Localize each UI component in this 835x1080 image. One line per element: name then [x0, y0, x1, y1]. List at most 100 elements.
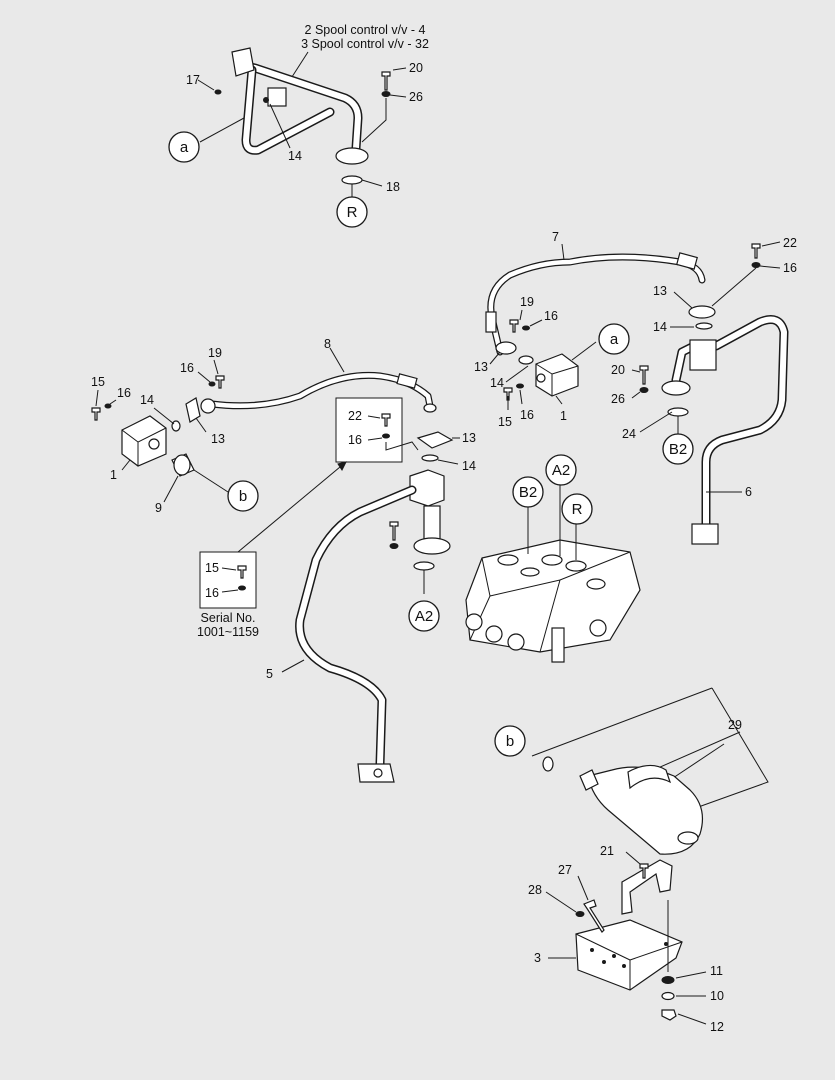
- pipe-6-block: [689, 339, 717, 371]
- block-1-left: [121, 415, 167, 467]
- washer-26-right: [639, 387, 649, 393]
- callout-13-valve: 13: [474, 360, 488, 374]
- callout-10: 10: [710, 989, 724, 1003]
- valve-block-right: 19 16 13 14 15 16 1 a: [474, 295, 630, 429]
- bubble-b-filter-label: b: [506, 733, 514, 750]
- bolt-22-right: [751, 243, 761, 259]
- washer-11: [661, 976, 675, 984]
- callout-27: 27: [558, 863, 572, 877]
- right-pipe-assembly: 7 22 16 13 14 20 26 24 6: [485, 230, 797, 545]
- serial-label: Serial No.: [201, 611, 256, 625]
- bolt-21: [639, 863, 649, 879]
- callout-9: 9: [155, 501, 162, 515]
- bolt-15-left: [91, 407, 101, 421]
- callout-20-top: 20: [409, 61, 423, 75]
- bolt-19-valve: [509, 319, 519, 333]
- callout-14-right: 14: [653, 320, 667, 334]
- o-ring-14-left: [171, 420, 181, 432]
- callout-17: 17: [186, 73, 200, 87]
- washer-16-left-2: [104, 403, 112, 409]
- hose-8-fitting-end: [423, 403, 437, 413]
- flange-24: [661, 380, 691, 396]
- hose-8-fitting: [396, 373, 418, 389]
- bubble-a-valve: [598, 323, 630, 355]
- flange-top-left: [231, 47, 255, 77]
- bubble-b-filter: [494, 725, 526, 757]
- callout-16-valve-2: 16: [520, 408, 534, 422]
- mcv-port-1: [520, 567, 540, 577]
- filter-accumulator-assembly: 29 b 21 3 27 28: [494, 687, 769, 1034]
- bolt-pipe-5: [389, 521, 399, 541]
- mcv-port-b2: [497, 554, 519, 566]
- mcv-port-2: [586, 578, 606, 590]
- callout-14-left: 14: [140, 393, 154, 407]
- mcv-spool-cap-1: [465, 613, 483, 631]
- flange-pipe-5-bottom: [413, 537, 451, 555]
- serial-range: 1001~1159: [197, 625, 259, 639]
- bubble-a2-mid: [408, 600, 440, 632]
- callout-14-valve: 14: [490, 376, 504, 390]
- washer-28: [575, 911, 585, 917]
- bolt-20-right: [639, 365, 649, 385]
- callout-24: 24: [622, 427, 636, 441]
- bolt-15-valve: [503, 387, 513, 401]
- washer-16-valve-2: [516, 383, 524, 389]
- washer-16-valve: [522, 325, 530, 331]
- bolt-15-box: [237, 565, 247, 579]
- header-line-1: 2 Spool control v/v - 4: [305, 23, 426, 37]
- callout-22-box: 22: [348, 409, 362, 423]
- bubble-a-valve-label: a: [610, 331, 619, 348]
- washer-16-left: [208, 381, 216, 387]
- callout-29: 29: [728, 718, 742, 732]
- callout-19-left: 19: [208, 346, 222, 360]
- callout-14-top: 14: [288, 149, 302, 163]
- header-line-2: 3 Spool control v/v - 32: [301, 37, 429, 51]
- bubble-r-mcv-label: R: [572, 501, 583, 518]
- accumulator-cap: [677, 831, 699, 845]
- flange-13-left: [185, 397, 201, 423]
- bubble-b2-right-label: B2: [669, 441, 687, 458]
- bubble-a2-mcv: [545, 454, 577, 486]
- nut-12: [661, 1009, 677, 1021]
- callout-15-box: 15: [205, 561, 219, 575]
- band-clamp-upper: [627, 764, 672, 790]
- callout-28: 28: [528, 883, 542, 897]
- bubble-r-mcv: [561, 493, 593, 525]
- detail-box-15-16: [199, 551, 257, 609]
- washer-26: [381, 91, 391, 97]
- bubble-b2-right: [662, 433, 694, 465]
- mcv-spool-end: [551, 627, 565, 663]
- callout-1-left: 1: [110, 468, 117, 482]
- bolt-27: [583, 899, 605, 933]
- pipe-5-block: [409, 469, 445, 507]
- callout-21: 21: [600, 844, 614, 858]
- o-ring-filter: [542, 756, 554, 772]
- callout-16-valve: 16: [544, 309, 558, 323]
- pipe-6-end-block: [691, 523, 719, 545]
- bubble-r-top-label: R: [347, 204, 358, 221]
- callout-19-valve: 19: [520, 295, 534, 309]
- o-ring-pipe-5: [413, 561, 435, 571]
- pipe-clamp: [267, 87, 287, 107]
- bubble-a-top-label: a: [180, 139, 189, 156]
- callout-8: 8: [324, 337, 331, 351]
- callout-20-right: 20: [611, 363, 625, 377]
- o-ring-24: [667, 407, 689, 417]
- callout-6: 6: [745, 485, 752, 499]
- valve-body-1-right: [535, 353, 579, 397]
- callout-13-right: 13: [653, 284, 667, 298]
- bubble-b-left: [227, 480, 259, 512]
- callout-16-right: 16: [783, 261, 797, 275]
- callout-16-left-2: 16: [117, 386, 131, 400]
- callout-18: 18: [386, 180, 400, 194]
- top-return-pipe-assembly: 2 Spool control v/v - 4 3 Spool control …: [168, 23, 429, 228]
- flange-13-mid: [416, 431, 454, 449]
- bubble-a-top: [168, 131, 200, 163]
- callout-15-valve: 15: [498, 415, 512, 429]
- callout-16-box: 16: [348, 433, 362, 447]
- callout-11: 11: [710, 964, 723, 978]
- o-ring-14-mid: [421, 454, 439, 462]
- bubble-r-top: [336, 196, 368, 228]
- accumulator-inlet: [579, 769, 599, 791]
